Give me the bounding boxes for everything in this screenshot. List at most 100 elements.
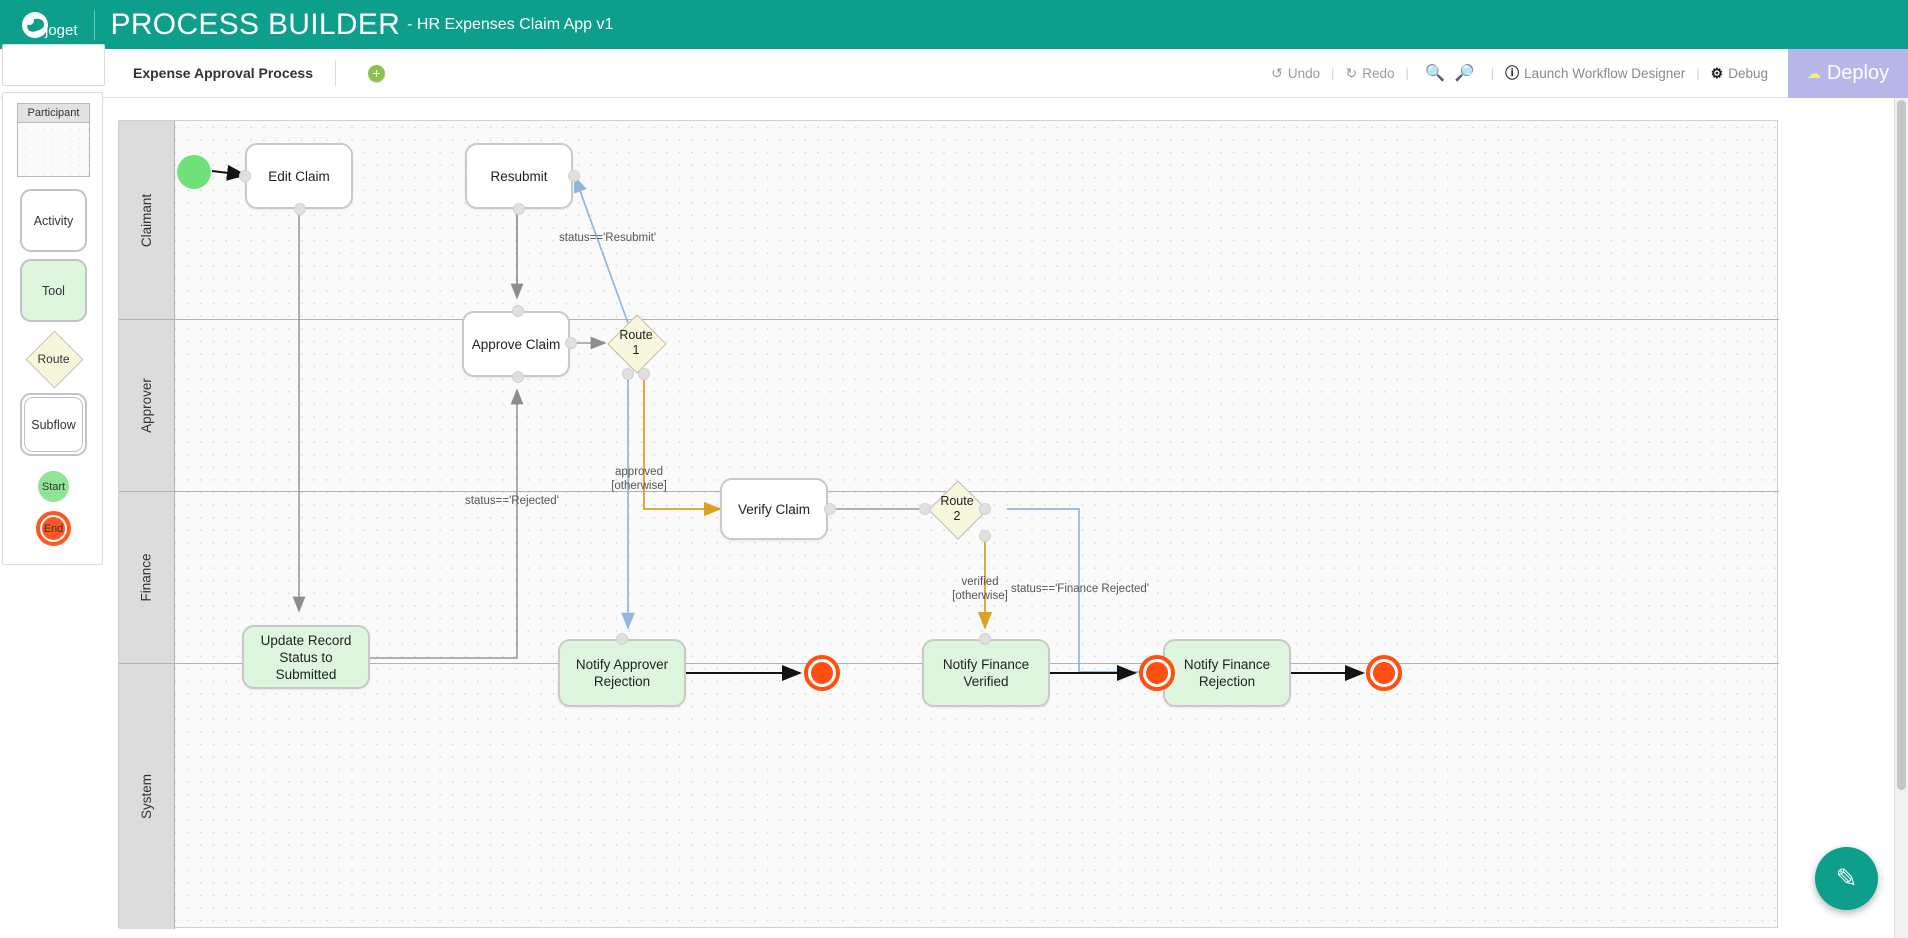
undo-label: Undo xyxy=(1287,65,1321,81)
node-verify-claim[interactable]: Verify Claim xyxy=(720,478,828,540)
port-resubmit-right[interactable] xyxy=(568,170,580,182)
zoom-out-icon[interactable]: 🔍 xyxy=(1424,65,1445,82)
swimlane-header-approver[interactable]: Approver xyxy=(119,320,175,491)
port-resubmit-bottom[interactable] xyxy=(513,203,525,215)
toolbar: Expense Approval Process + ↺ Undo | ↻ Re… xyxy=(0,48,1908,98)
toolbar-separator: | xyxy=(1696,65,1700,81)
node-end-2[interactable] xyxy=(1139,655,1175,691)
launch-workflow-designer-button[interactable]: ⓘ Launch Workflow Designer xyxy=(1505,63,1685,83)
palette-item-participant[interactable]: Participant xyxy=(17,103,90,177)
deploy-button[interactable]: ☁ Deploy xyxy=(1788,48,1908,98)
toolbar-separator: | xyxy=(1490,65,1495,81)
swimlane-header-finance[interactable]: Finance xyxy=(119,492,175,663)
scrollbar-thumb[interactable] xyxy=(1897,100,1906,790)
node-end-3[interactable] xyxy=(1366,655,1402,691)
process-canvas[interactable]: Claimant Approver Finance System xyxy=(113,98,1787,938)
route-2-label-line2: 2 xyxy=(953,509,961,523)
swimlane-approver[interactable]: Approver xyxy=(119,320,1779,492)
debug-label: Debug xyxy=(1728,65,1768,81)
page-title: PROCESS BUILDER xyxy=(110,7,401,41)
edge-label-rejected-condition: status=='Rejected' xyxy=(465,495,559,507)
pencil-icon: ✎ xyxy=(1835,863,1858,893)
edge-label-otherwise-2: [otherwise] xyxy=(952,590,1008,602)
swimlane-label-claimant: Claimant xyxy=(139,193,154,247)
palette-item-activity[interactable]: Activity xyxy=(20,189,87,252)
node-route-1[interactable]: Route 1 xyxy=(607,314,667,374)
node-approve-claim[interactable]: Approve Claim xyxy=(462,311,570,377)
toolbar-separator: | xyxy=(1405,65,1409,81)
route-1-label-line1: Route xyxy=(619,328,653,342)
port-route-1-bottom-right[interactable] xyxy=(638,368,650,380)
port-route-2-left[interactable] xyxy=(919,503,931,515)
node-edit-claim[interactable]: Edit Claim xyxy=(245,143,353,209)
swimlane-label-approver: Approver xyxy=(139,378,154,433)
toolbar-right: ↺ Undo | ↻ Redo | 🔍 🔎 | ⓘ Launch Workflo… xyxy=(1271,48,1908,98)
edge-label-otherwise-1: [otherwise] xyxy=(611,480,667,492)
app-subtitle: - HR Expenses Claim App v1 xyxy=(407,15,614,33)
node-update-record-status[interactable]: Update Record Status to Submitted xyxy=(242,625,370,689)
app-header: joget PROCESS BUILDER - HR Expenses Clai… xyxy=(0,0,1908,49)
swimlane-system[interactable]: System xyxy=(119,664,1779,929)
debug-button[interactable]: ⚙ Debug xyxy=(1711,65,1768,82)
gear-icon: ⚙ xyxy=(1710,64,1724,81)
edge-label-resubmit-condition: status=='Resubmit' xyxy=(559,232,657,244)
palette-item-end[interactable]: End xyxy=(36,511,71,546)
node-notify-finance-verified[interactable]: Notify Finance Verified xyxy=(922,639,1050,707)
port-notify-finance-verified-top[interactable] xyxy=(979,633,991,645)
route-1-label-line2: 1 xyxy=(632,343,640,357)
port-approve-claim-top[interactable] xyxy=(512,305,524,317)
launch-workflow-designer-label: Launch Workflow Designer xyxy=(1524,65,1686,81)
palette-start-label: Start xyxy=(41,480,66,493)
swimlane-label-finance: Finance xyxy=(139,553,154,602)
palette-item-tool[interactable]: Tool xyxy=(20,259,87,322)
redo-button[interactable]: ↻ Redo xyxy=(1346,65,1395,82)
node-notify-finance-rejection[interactable]: Notify Finance Rejection xyxy=(1163,639,1291,707)
palette-route-label: Route xyxy=(37,351,70,366)
launch-icon: ⓘ xyxy=(1505,65,1520,81)
toolbar-separator: | xyxy=(1331,65,1335,81)
port-edit-claim-left[interactable] xyxy=(239,170,251,182)
swimlane-claimant[interactable]: Claimant xyxy=(119,121,1779,320)
palette-header-box xyxy=(2,44,105,86)
swimlane-header-system[interactable]: System xyxy=(119,664,175,929)
port-edit-claim-bottom[interactable] xyxy=(294,203,306,215)
tab-divider xyxy=(335,60,337,86)
palette-item-start[interactable]: Start xyxy=(38,471,69,502)
shape-palette: Participant Activity Tool Route Subflow … xyxy=(2,92,103,565)
swimlane-header-claimant[interactable]: Claimant xyxy=(119,121,175,319)
edge-label-finance-rejected-condition: status=='Finance Rejected' xyxy=(1011,583,1149,595)
palette-item-route[interactable]: Route xyxy=(25,330,84,389)
toolbar-left: Expense Approval Process + xyxy=(113,49,386,97)
port-route-1-bottom-left[interactable] xyxy=(622,368,634,380)
port-notify-approver-rejection-top[interactable] xyxy=(616,633,628,645)
port-approve-claim-right[interactable] xyxy=(565,337,577,349)
node-end-1[interactable] xyxy=(804,655,840,691)
undo-icon: ↺ xyxy=(1271,64,1283,81)
swimlane-label-system: System xyxy=(138,773,154,820)
add-process-button[interactable]: + xyxy=(368,64,386,82)
node-route-2[interactable]: Route 2 xyxy=(928,480,988,540)
redo-icon: ↻ xyxy=(1345,64,1358,81)
palette-end-label: End xyxy=(43,522,64,535)
port-verify-claim-right[interactable] xyxy=(824,503,836,515)
joget-logo-icon xyxy=(22,11,48,38)
route-2-label-line1: Route xyxy=(940,494,974,508)
joget-logo[interactable]: joget xyxy=(22,11,78,39)
zoom-in-icon[interactable]: 🔎 xyxy=(1454,65,1475,82)
port-approve-claim-bottom[interactable] xyxy=(512,371,524,383)
joget-logo-text: joget xyxy=(45,21,78,39)
node-notify-approver-rejection[interactable]: Notify Approver Rejection xyxy=(558,639,686,707)
edge-label-verified: verified xyxy=(961,576,999,588)
port-route-2-bottom[interactable] xyxy=(979,530,991,542)
palette-item-subflow[interactable]: Subflow xyxy=(20,393,87,456)
route-1-label: Route 1 xyxy=(602,315,670,371)
header-divider xyxy=(93,9,95,40)
canvas-vertical-scrollbar[interactable] xyxy=(1894,98,1908,938)
redo-label: Redo xyxy=(1362,65,1395,81)
edit-fab-button[interactable]: ✎ xyxy=(1815,847,1878,910)
port-route-2-right[interactable] xyxy=(979,503,991,515)
tab-expense-approval-process[interactable]: Expense Approval Process xyxy=(133,65,314,81)
node-resubmit[interactable]: Resubmit xyxy=(465,143,573,209)
node-start[interactable] xyxy=(177,155,211,189)
undo-button[interactable]: ↺ Undo xyxy=(1271,65,1320,82)
